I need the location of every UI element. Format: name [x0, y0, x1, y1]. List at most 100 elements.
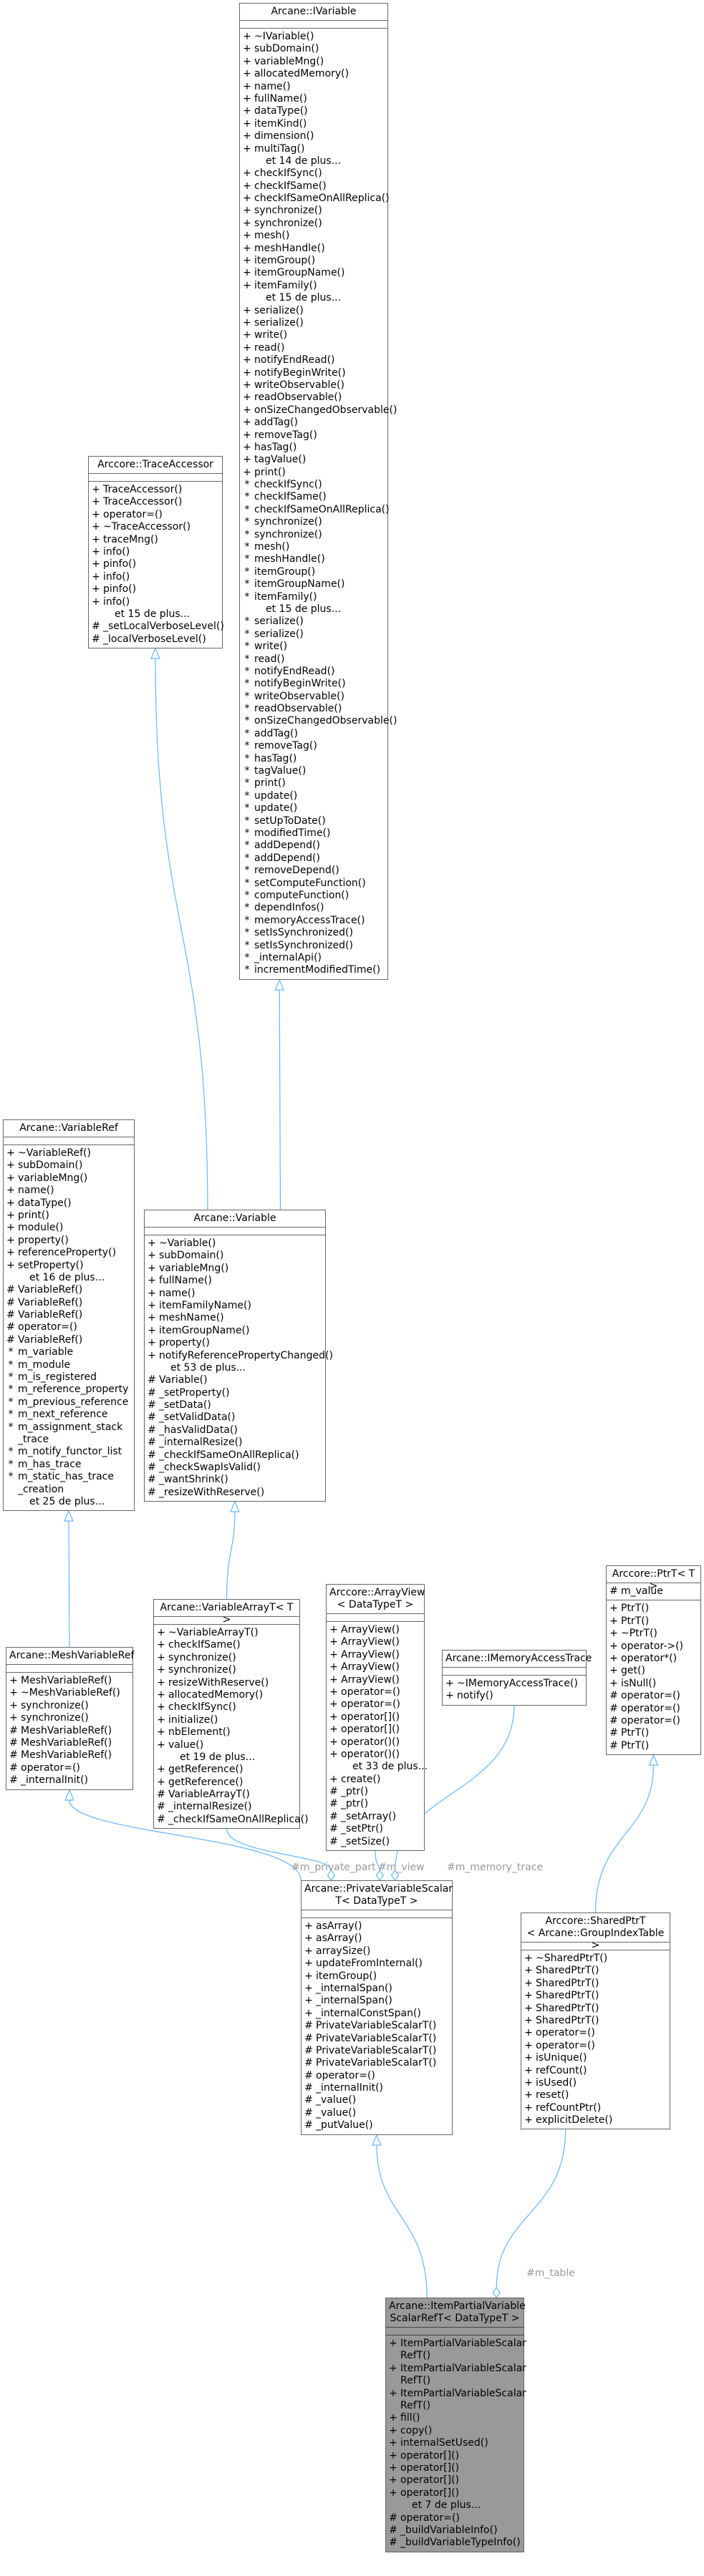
member-row[interactable]: +dataType(): [240, 105, 387, 117]
member-row[interactable]: +print(): [4, 1210, 134, 1222]
member-row[interactable]: *checkIfSync(): [240, 479, 387, 491]
member-row[interactable]: +operator=(): [327, 1698, 424, 1711]
member-row[interactable]: *itemFamily(): [240, 591, 387, 603]
member-row[interactable]: +mesh(): [240, 230, 387, 242]
member-row[interactable]: *serialize(): [240, 616, 387, 628]
member-row[interactable]: +asArray(): [302, 1920, 452, 1933]
member-row[interactable]: +SharedPtrT(): [521, 1978, 670, 1990]
member-row[interactable]: *addTag(): [240, 728, 387, 740]
member-row[interactable]: *update(): [240, 790, 387, 802]
member-row[interactable]: +synchronize(): [6, 1712, 132, 1724]
member-row[interactable]: *addDepend(): [240, 840, 387, 852]
member-row[interactable]: *m_is_registered: [4, 1371, 134, 1384]
member-row[interactable]: +arraySize(): [302, 1945, 452, 1958]
member-row[interactable]: *synchronize(): [240, 516, 387, 528]
member-row[interactable]: +_internalSpan(): [302, 1983, 452, 1995]
class-box-sharedptrt[interactable]: Arccore::SharedPtrT< Arcane::GroupIndexT…: [521, 1912, 670, 2130]
member-row[interactable]: *removeDepend(): [240, 865, 387, 877]
member-row[interactable]: *itemGroup(): [240, 566, 387, 578]
member-row[interactable]: +~IMemoryAccessTrace(): [443, 1678, 586, 1690]
member-row[interactable]: +MeshVariableRef(): [6, 1675, 132, 1687]
member-row[interactable]: +subDomain(): [145, 1250, 325, 1262]
member-row[interactable]: +operator[](): [386, 2487, 524, 2499]
member-row[interactable]: #operator=(): [607, 1690, 700, 1702]
member-row[interactable]: +itemGroup(): [302, 1970, 452, 1983]
member-row[interactable]: +getReference(): [154, 1777, 299, 1789]
member-row[interactable]: +synchronize(): [240, 218, 387, 230]
member-row[interactable]: *hasTag(): [240, 753, 387, 765]
member-row[interactable]: +pinfo(): [89, 583, 222, 596]
member-row[interactable]: +serialize(): [240, 305, 387, 317]
member-row[interactable]: #_buildVariableInfo(): [386, 2524, 524, 2537]
member-row[interactable]: +~IVariable(): [240, 31, 387, 43]
member-row[interactable]: *checkIfSameOnAllReplica(): [240, 504, 390, 516]
member-row[interactable]: #_internalResize(): [145, 1437, 325, 1449]
member-row[interactable]: +ArrayView(): [327, 1674, 424, 1686]
member-row[interactable]: *m_previous_reference: [4, 1396, 134, 1409]
member-row[interactable]: +resizeWithReserve(): [154, 1677, 299, 1689]
member-row[interactable]: *m_assignment_stack _trace: [4, 1421, 134, 1447]
member-row[interactable]: *serialize(): [240, 628, 387, 641]
attribute-row[interactable]: #m_value: [607, 1585, 700, 1598]
member-row[interactable]: #VariableRef(): [4, 1309, 134, 1321]
member-row[interactable]: +checkIfSame(): [240, 180, 387, 193]
member-row[interactable]: +synchronize(): [154, 1664, 299, 1676]
member-row[interactable]: #PrivateVariableScalarT(): [302, 2057, 452, 2069]
member-row[interactable]: +meshName(): [145, 1312, 325, 1324]
member-row[interactable]: +onSizeChangedObservable(): [240, 404, 397, 417]
member-row[interactable]: #_ptr(): [327, 1786, 424, 1798]
member-row[interactable]: +operator=(): [327, 1686, 424, 1698]
member-row[interactable]: *read(): [240, 653, 387, 666]
member-row[interactable]: *modifiedTime(): [240, 827, 387, 840]
member-row[interactable]: #_ptr(): [327, 1798, 424, 1810]
member-row[interactable]: +create(): [327, 1774, 424, 1786]
member-row[interactable]: +~PtrT(): [607, 1628, 700, 1640]
member-row[interactable]: +SharedPtrT(): [521, 2015, 670, 2027]
member-row[interactable]: #VariableRef(): [4, 1334, 134, 1346]
member-row[interactable]: +_internalSpan(): [302, 1995, 452, 2007]
member-row[interactable]: #MeshVariableRef(): [6, 1737, 132, 1749]
class-box-variableref[interactable]: Arcane::VariableRef+~VariableRef()+subDo…: [3, 1119, 135, 1512]
member-row[interactable]: *print(): [240, 777, 387, 789]
member-row[interactable]: +variableMng(): [4, 1172, 134, 1185]
member-row[interactable]: *readObservable(): [240, 703, 387, 715]
member-row[interactable]: +reset(): [521, 2089, 670, 2101]
member-row[interactable]: +ItemPartialVariableScalar RefT(): [386, 2388, 526, 2413]
member-row[interactable]: *m_reference_property: [4, 1384, 134, 1396]
member-row[interactable]: +getReference(): [154, 1764, 299, 1776]
member-row[interactable]: +initialize(): [154, 1714, 299, 1726]
member-row[interactable]: *removeTag(): [240, 740, 387, 752]
member-row[interactable]: +_internalConstSpan(): [302, 2008, 452, 2020]
member-row[interactable]: +refCount(): [521, 2065, 670, 2077]
member-row[interactable]: *synchronize(): [240, 529, 387, 541]
member-row[interactable]: #_value(): [302, 2107, 452, 2119]
member-row[interactable]: +~VariableRef(): [4, 1147, 134, 1160]
member-row[interactable]: +dataType(): [4, 1197, 134, 1210]
member-row[interactable]: *writeObservable(): [240, 691, 387, 703]
member-row[interactable]: +readObservable(): [240, 392, 387, 404]
class-box-traceaccessor[interactable]: Arccore::TraceAccessor+TraceAccessor()+T…: [88, 456, 224, 649]
member-row[interactable]: +name(): [145, 1288, 325, 1300]
member-row[interactable]: +synchronize(): [6, 1700, 132, 1712]
member-row[interactable]: +~VariableArrayT(): [154, 1627, 299, 1639]
member-row[interactable]: +pinfo(): [89, 558, 222, 570]
member-row[interactable]: *write(): [240, 641, 387, 653]
member-row[interactable]: +checkIfSame(): [154, 1639, 299, 1651]
member-row[interactable]: +serialize(): [240, 317, 387, 329]
member-row[interactable]: +copy(): [386, 2425, 524, 2437]
member-row[interactable]: +synchronize(): [240, 205, 387, 217]
member-row[interactable]: #_hasValidData(): [145, 1424, 325, 1437]
member-row[interactable]: +isUnique(): [521, 2052, 670, 2064]
member-row[interactable]: +property(): [4, 1235, 134, 1247]
member-row[interactable]: #PrivateVariableScalarT(): [302, 2020, 452, 2032]
member-row[interactable]: +~TraceAccessor(): [89, 521, 222, 533]
member-row[interactable]: +operator*(): [607, 1653, 700, 1665]
member-row[interactable]: +subDomain(): [240, 43, 387, 55]
member-row[interactable]: +traceMng(): [89, 534, 222, 546]
class-box-arrayview[interactable]: Arccore::ArrayView< DataTypeT >+ArrayVie…: [326, 1584, 428, 1852]
member-row[interactable]: +~SharedPtrT(): [521, 1953, 670, 1965]
member-row[interactable]: *m_notify_functor_list: [4, 1446, 134, 1458]
member-row[interactable]: *mesh(): [240, 541, 387, 553]
member-row[interactable]: +ArrayView(): [327, 1661, 424, 1673]
member-row[interactable]: *incrementModifiedTime(): [240, 964, 387, 976]
